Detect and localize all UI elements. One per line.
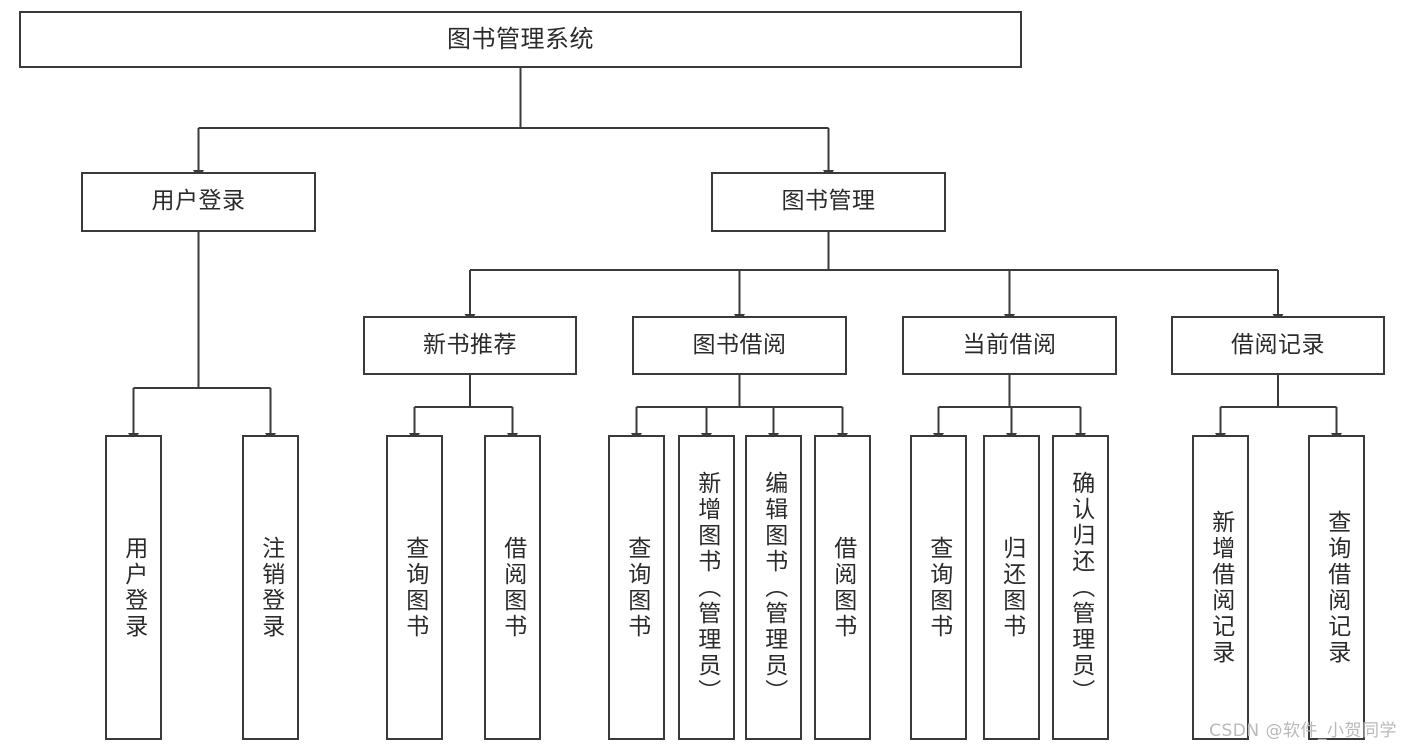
node-label: 图书管理系统 [447, 25, 594, 54]
node-leaf-cur-return[interactable]: 归还图书 [983, 435, 1040, 740]
node-borrow[interactable]: 图书借阅 [632, 316, 847, 375]
node-leaf-cur-query[interactable]: 查询图书 [910, 435, 967, 740]
node-leaf-new-query[interactable]: 查询图书 [386, 435, 443, 740]
node-label: 用户登录 [120, 535, 147, 640]
node-label: 用户登录 [151, 188, 246, 215]
node-label: 当前借阅 [962, 331, 1057, 358]
node-leaf-rec-query[interactable]: 查询借阅记录 [1308, 435, 1365, 740]
node-leaf-cur-confirm[interactable]: 确认归还（管理员） [1052, 435, 1109, 740]
node-label: 查询图书 [623, 535, 650, 640]
node-leaf-user-login[interactable]: 用户登录 [105, 435, 162, 740]
node-label: 借阅图书 [829, 535, 856, 640]
node-label: 编辑图书（管理员） [760, 470, 787, 705]
node-root[interactable]: 图书管理系统 [19, 11, 1022, 68]
node-label: 查询图书 [925, 535, 952, 640]
node-label: 注销登录 [257, 535, 284, 640]
node-leaf-bor-query[interactable]: 查询图书 [608, 435, 665, 740]
node-label: 借阅记录 [1231, 331, 1325, 358]
node-label: 查询图书 [401, 535, 428, 640]
node-label: 借阅图书 [499, 535, 526, 640]
node-label: 新书推荐 [423, 331, 517, 358]
node-leaf-bor-edit[interactable]: 编辑图书（管理员） [745, 435, 802, 740]
node-label: 归还图书 [998, 535, 1025, 640]
node-leaf-rec-add[interactable]: 新增借阅记录 [1192, 435, 1249, 740]
node-leaf-bor-add[interactable]: 新增图书（管理员） [678, 435, 735, 740]
node-leaf-new-borrow[interactable]: 借阅图书 [484, 435, 541, 740]
node-leaf-bor-lend[interactable]: 借阅图书 [814, 435, 871, 740]
watermark: CSDN @软件_小贺同学 [1209, 721, 1397, 741]
node-records[interactable]: 借阅记录 [1171, 316, 1385, 375]
node-label: 查询借阅记录 [1323, 509, 1350, 666]
node-label: 确认归还（管理员） [1067, 470, 1094, 705]
node-current[interactable]: 当前借阅 [902, 316, 1117, 375]
node-label: 新增图书（管理员） [693, 470, 720, 705]
node-label: 图书借阅 [692, 331, 787, 358]
node-leaf-user-logout[interactable]: 注销登录 [242, 435, 299, 740]
connector-lines [128, 68, 1342, 442]
node-bookmgmt[interactable]: 图书管理 [711, 172, 946, 232]
node-login[interactable]: 用户登录 [81, 172, 316, 232]
node-label: 图书管理 [781, 188, 876, 215]
node-label: 新增借阅记录 [1207, 509, 1234, 666]
node-newbook[interactable]: 新书推荐 [363, 316, 577, 375]
